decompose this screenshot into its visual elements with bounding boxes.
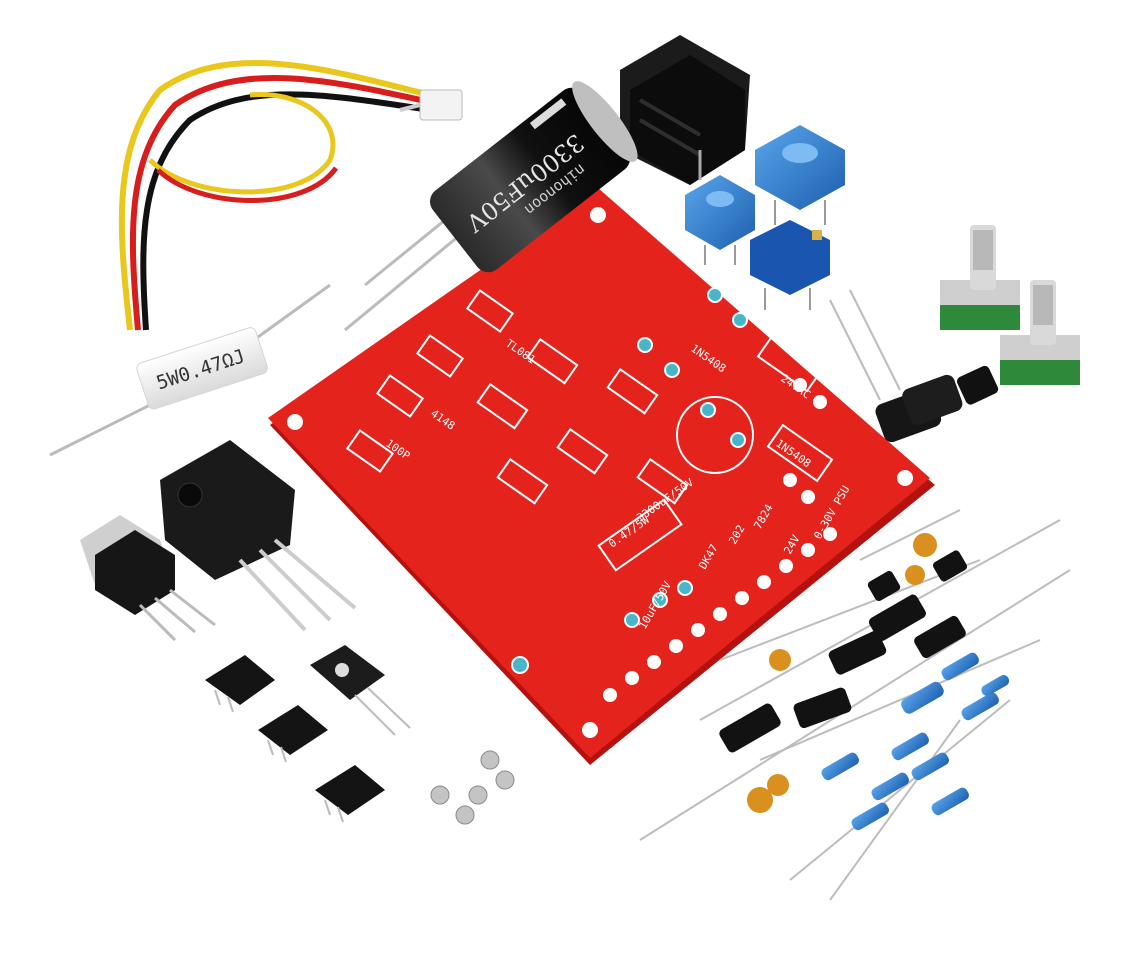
screws: [430, 750, 515, 825]
component-pile: [639, 509, 1071, 901]
voltage-regulator: [80, 515, 216, 642]
trimmer-potentiometers: [685, 125, 845, 310]
heatsink: [620, 35, 750, 185]
rotary-potentiometers: [940, 225, 1080, 385]
cement-resistor: 5W0.47ΩJ: [49, 283, 331, 457]
wire-harness: [118, 59, 463, 331]
dip-ics: [205, 645, 411, 823]
pcb-board: 3300uF/50V 0.47/5W 1N5408 1N5408 24VAC 0…: [268, 188, 935, 765]
small-capacitors: [829, 289, 999, 443]
power-transistor: [160, 440, 357, 632]
